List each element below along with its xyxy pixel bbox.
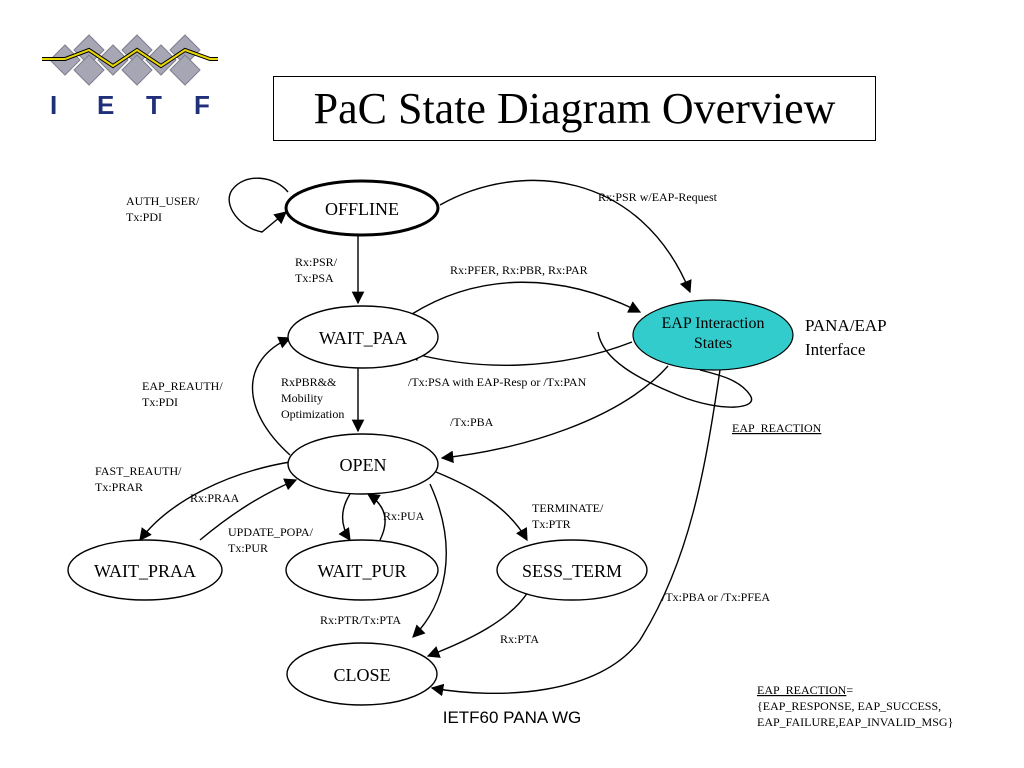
state-close-label: CLOSE: [333, 665, 390, 685]
label-rx-pua: Rx:PUA: [383, 509, 425, 523]
transition-eap-self-loop: [597, 331, 753, 408]
state-wait-praa-label: WAIT_PRAA: [94, 561, 196, 581]
page-title: PaC State Diagram Overview: [273, 76, 876, 141]
ietf-logo-letters: I E T F: [50, 90, 210, 120]
label-update-popa: UPDATE_POPA/: [228, 525, 314, 539]
legend-equals: =: [846, 683, 853, 697]
state-open-label: OPEN: [339, 455, 386, 475]
label-rx-psr-tx: Tx:PSA: [295, 271, 334, 285]
transition-offline-self-loop: [228, 177, 289, 233]
state-close: [286, 642, 438, 706]
label-pana-interface: Interface: [805, 340, 865, 359]
ietf-logo: [42, 34, 218, 86]
label-rxpbr-mobility: Mobility: [281, 391, 323, 405]
transition-wait-paa-to-eap: [411, 281, 642, 315]
state-eap-label-line2: States: [694, 335, 732, 352]
label-terminate: TERMINATE/: [532, 501, 604, 515]
legend-line3: EAP_FAILURE,EAP_INVALID_MSG}: [757, 715, 953, 729]
transition-open-to-wait-praa: [139, 461, 291, 542]
state-wait-pur: [285, 539, 439, 601]
label-eap-reauth: EAP_REAUTH/: [142, 379, 223, 393]
state-wait-praa: [67, 539, 223, 601]
logo-letter: F: [194, 90, 210, 120]
footer-label: IETF60 PANA WG: [442, 708, 582, 727]
state-sess-term-label: SESS_TERM: [522, 561, 622, 581]
transition-wait-praa-to-open: [199, 478, 298, 541]
state-offline-label: OFFLINE: [325, 199, 399, 219]
label-rx-ptr: Rx:PTR/Tx:PTA: [320, 613, 401, 627]
logo-letter: I: [50, 90, 57, 120]
label-eap-reauth-tx: Tx:PDI: [142, 395, 178, 409]
label-rxpbr-optimization: Optimization: [281, 407, 344, 421]
state-wait-paa-label: WAIT_PAA: [319, 328, 407, 348]
label-rx-psr: Rx:PSR/: [295, 255, 338, 269]
legend-line1: EAP_REACTION=: [757, 683, 853, 697]
logo-letter: E: [97, 90, 114, 120]
label-rx-psr-eap: Rx:PSR w/EAP-Request: [598, 190, 718, 204]
footer-text: IETF60 PANA WG: [0, 708, 1024, 728]
state-sess-term: [496, 539, 648, 601]
label-auth-user: AUTH_USER/: [126, 194, 200, 208]
transition-open-to-wait-paa: [251, 336, 292, 456]
label-rx-praa: Rx:PRAA: [190, 491, 240, 505]
state-eap-interaction: [632, 299, 794, 371]
label-auth-user-tx: Tx:PDI: [126, 210, 162, 224]
transition-eap-to-open: [440, 365, 669, 464]
state-wait-pur-label: WAIT_PUR: [318, 561, 407, 581]
transition-sess-term-to-close: [426, 591, 529, 658]
label-tx-pba: /Tx:PBA: [450, 415, 494, 429]
legend-line2: {EAP_RESPONSE, EAP_SUCCESS,: [757, 699, 941, 713]
logo-letter: T: [146, 90, 162, 120]
transition-open-to-close: [412, 483, 447, 638]
transition-open-to-sess-term: [435, 471, 528, 542]
label-pana-eap: PANA/EAP: [805, 316, 887, 335]
state-wait-paa: [287, 305, 439, 369]
label-terminate-tx: Tx:PTR: [532, 517, 571, 531]
transition-eap-to-wait-paa: [406, 341, 633, 366]
label-rx-pfer: Rx:PFER, Rx:PBR, Rx:PAR: [450, 263, 588, 277]
state-open: [287, 433, 439, 495]
label-tx-psa-eap: /Tx:PSA with EAP-Resp or /Tx:PAN: [408, 375, 587, 389]
legend-term: EAP_REACTION: [757, 683, 847, 697]
label-update-popa-tx: Tx:PUR: [228, 541, 268, 555]
label-fast-reauth: FAST_REAUTH/: [95, 464, 182, 478]
state-eap-label-line1: EAP Interaction: [662, 315, 765, 332]
label-fast-reauth-tx: Tx:PRAR: [95, 480, 143, 494]
label-tx-pba-pfea: /Tx:PBA or /Tx:PFEA: [662, 590, 770, 604]
transition-open-to-wait-pur: [338, 493, 351, 542]
label-eap-reaction: EAP_REACTION: [732, 421, 822, 435]
transition-wait-pur-to-open: [366, 493, 386, 541]
label-rxpbr: RxPBR&&: [281, 375, 337, 389]
label-rx-pta: Rx:PTA: [500, 632, 539, 646]
transition-offline-to-eap: [439, 179, 692, 294]
transition-eap-to-close: [430, 369, 721, 697]
state-offline: [284, 179, 440, 237]
